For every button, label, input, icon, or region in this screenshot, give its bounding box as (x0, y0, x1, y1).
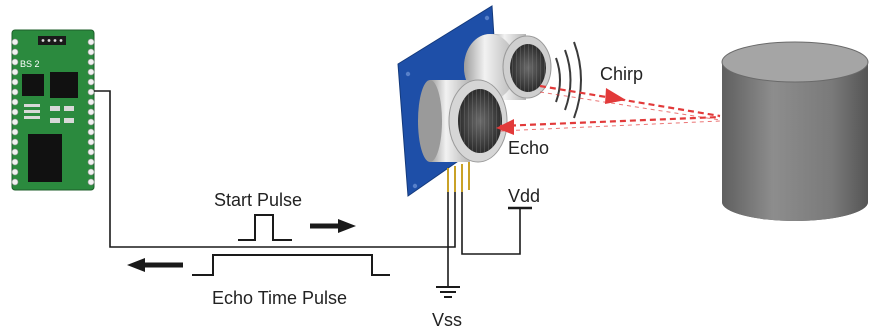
target-cylinder (721, 41, 869, 221)
chirp-beam (539, 84, 721, 121)
board-header (38, 36, 66, 45)
board-left-pins (11, 38, 19, 186)
board-chip-2 (50, 72, 78, 98)
board-chip-1 (22, 74, 44, 96)
echo-label: Echo (508, 138, 549, 158)
echo-time-pulse-label: Echo Time Pulse (212, 288, 347, 308)
vdd-wire (461, 190, 521, 255)
vss-label: Vss (432, 310, 462, 330)
start-pulse-label: Start Pulse (214, 190, 302, 210)
board-label: BS 2 (20, 59, 40, 69)
chirp-label: Chirp (600, 64, 643, 84)
ultrasonic-sensor (397, 5, 552, 197)
echo-beam (496, 115, 721, 135)
board-right-pins (87, 38, 95, 186)
vdd-label: Vdd (508, 186, 540, 206)
sensor-pins (447, 162, 470, 192)
bs2-board: BS 2 (11, 29, 95, 191)
start-pulse-waveform (238, 214, 292, 241)
sound-wave-icon (555, 41, 582, 119)
wiring (94, 90, 532, 298)
board-components (24, 104, 74, 123)
board-chip-3 (28, 134, 62, 182)
receiver-transducer (418, 79, 508, 163)
left-arrow-icon (127, 258, 183, 272)
right-arrow-icon (310, 219, 356, 233)
echo-time-pulse-waveform (192, 254, 390, 276)
signal-wire (94, 90, 456, 248)
